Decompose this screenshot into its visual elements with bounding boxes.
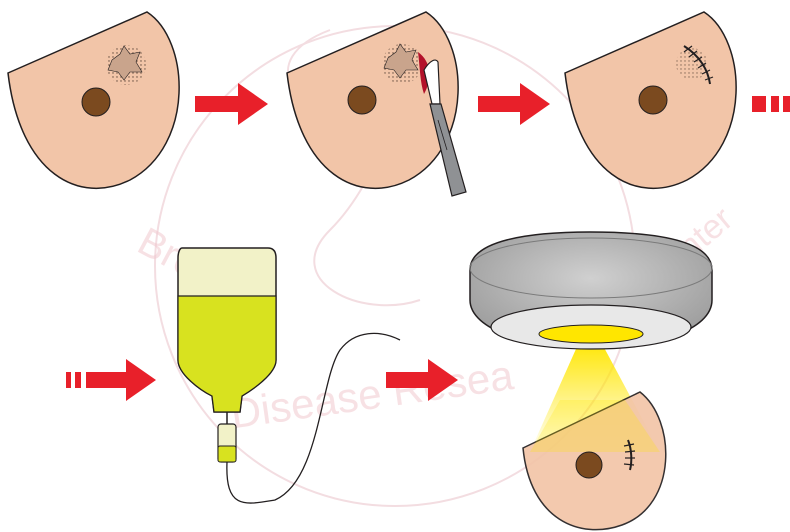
- nipple: [82, 88, 110, 116]
- tumor: [106, 45, 146, 85]
- radiation-source: [539, 325, 643, 343]
- tumor: [382, 44, 422, 84]
- nipple: [639, 86, 667, 114]
- dashed-arrow-start: [66, 359, 156, 401]
- step-tumor-in-breast: [8, 12, 179, 188]
- dashed-arrow-continue: [752, 96, 790, 112]
- nipple: [348, 86, 376, 114]
- nipple: [576, 452, 602, 478]
- arrow-right-2: [478, 83, 550, 125]
- drip-fluid: [218, 446, 236, 462]
- step-sutured-scar: [565, 12, 736, 188]
